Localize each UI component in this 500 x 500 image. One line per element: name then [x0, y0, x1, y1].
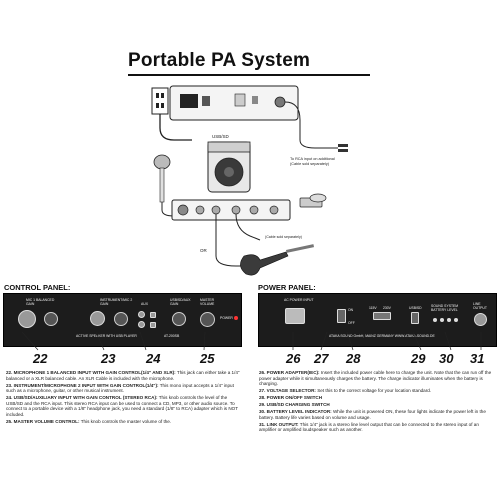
- cable-note: (Cable sold separately): [265, 235, 302, 239]
- desc-28: 28. POWER ON/OFF SWITCH: [259, 395, 323, 401]
- power-adapter-label: AC POWER INPUT: [284, 298, 314, 302]
- desc-27: 27. VOLTAGE SELECTOR: Set this to the co…: [259, 388, 432, 394]
- rca-note-2: (Cable sold separately): [290, 162, 330, 166]
- guitar-icon: [240, 244, 315, 276]
- rear-panel: [169, 85, 299, 121]
- line-output-label: LINE OUTPUT: [473, 302, 487, 310]
- callout-26: 26: [286, 351, 301, 366]
- power-callout-lines: [292, 331, 482, 351]
- battery-led-2: [440, 318, 444, 322]
- iec-power-socket[interactable]: [285, 308, 305, 324]
- wall-outlet-icon: [151, 87, 169, 115]
- mic1-xlr-jack[interactable]: [18, 310, 36, 328]
- control-descriptions: 22. MICROPHONE 1 BALANCED INPUT WITH GAI…: [6, 370, 242, 426]
- battery-led-3: [447, 318, 451, 322]
- desc-24: 24. USB/SD/AUXILIARY INPUT WITH GAIN CON…: [6, 395, 238, 417]
- mic1-label: MIC 1 BALANCED GAIN: [26, 298, 55, 306]
- control-panel-model: AT-200SB: [164, 334, 180, 338]
- instrument-cable: [215, 214, 256, 267]
- callout-29: 29: [411, 351, 426, 366]
- control-panel-bottom-text: ACTIVE SPEAKER WITH USB PLAYER: [76, 334, 137, 338]
- connection-diagram: To RCA input on additional (Cable sold s…: [151, 85, 348, 276]
- usb-sd-label: USB/SD: [212, 134, 230, 139]
- desc-23: 23. INSTRUMENT/MICROPHONE 2 INPUT WITH G…: [6, 382, 234, 394]
- instrument-gain-knob[interactable]: [114, 312, 128, 326]
- desc-30: 30. BATTERY LEVEL INDICATOR: While the u…: [259, 409, 486, 420]
- callout-22: 22: [33, 351, 48, 366]
- usb-sd-charge-label: USB/SD: [409, 306, 422, 310]
- rca-cable: [284, 101, 338, 149]
- power-panel: AC POWER INPUT ON OFF 115V 230V USB/SD S…: [258, 293, 497, 347]
- line-output-jack[interactable]: [474, 313, 487, 326]
- voltage-230-label: 230V: [383, 306, 391, 310]
- callout-30: 30: [439, 351, 454, 366]
- battery-led-4: [454, 318, 458, 322]
- sd-slot[interactable]: [150, 322, 156, 328]
- desc-26: 26. POWER ADAPTER(IEC): Insert the inclu…: [259, 370, 492, 387]
- aux-rca-left[interactable]: [138, 311, 145, 318]
- desc-22: 22. MICROPHONE 1 BALANCED INPUT WITH GAI…: [6, 370, 240, 381]
- power-on-off-switch[interactable]: [337, 309, 346, 323]
- power-panel-bottom-text: ATAKA SOUND GmbH, MAINZ GERMANY WWW.ATAK…: [329, 334, 435, 338]
- power-led: [234, 316, 238, 320]
- callout-24: 24: [146, 351, 161, 366]
- callout-23: 23: [101, 351, 116, 366]
- power-descriptions: 26. POWER ADAPTER(IEC): Insert the inclu…: [259, 370, 495, 434]
- desc-25: 25. MASTER VOLUME CONTROL: This knob con…: [6, 418, 172, 424]
- desc-31: 31. LINK OUTPUT: This 1/4" jack is a ste…: [259, 421, 479, 433]
- page-title: Portable PA System: [128, 50, 311, 71]
- instrument-label: INSTRUMENT/MIC 2 GAIN: [100, 298, 133, 306]
- aux-rca-right[interactable]: [138, 321, 145, 328]
- control-panel-heading: CONTROL PANEL:: [4, 283, 71, 292]
- callout-27: 27: [314, 351, 329, 366]
- title-underline: [128, 74, 370, 76]
- callout-25: 25: [200, 351, 215, 366]
- master-volume-knob[interactable]: [200, 312, 215, 327]
- usb-port[interactable]: [150, 312, 156, 318]
- usb-sd-gain-knob[interactable]: [172, 312, 186, 326]
- usb-sd-aux-label: USB/SD/AUX GAIN: [170, 298, 191, 306]
- control-callout-lines: [21, 331, 206, 351]
- or-label: OR: [200, 248, 208, 253]
- off-label: OFF: [348, 321, 355, 325]
- battery-led-1: [433, 318, 437, 322]
- desc-29: 29. USB/SD CHARGING SWITCH: [259, 402, 330, 408]
- power-label: POWER: [220, 316, 233, 320]
- mp3-player-icon: [309, 193, 327, 203]
- power-cord: [159, 114, 192, 141]
- master-volume-label: MASTER VOLUME: [200, 298, 215, 306]
- mic1-gain-knob[interactable]: [44, 312, 58, 326]
- voltage-115-label: 115V: [369, 306, 377, 310]
- voltage-selector[interactable]: [373, 312, 391, 320]
- battery-level-label: SOUND SYSTEM BATTERY LEVEL: [431, 304, 459, 312]
- control-panel: MIC 1 BALANCED GAIN INSTRUMENT/MIC 2 GAI…: [3, 293, 242, 347]
- front-control-strip: [171, 199, 291, 221]
- aux-label: AUX: [141, 302, 148, 306]
- microphone-icon: [153, 154, 171, 203]
- callout-31: 31: [470, 351, 485, 366]
- instrument-jack[interactable]: [90, 311, 105, 326]
- on-label: ON: [348, 308, 354, 312]
- power-panel-heading: POWER PANEL:: [258, 283, 316, 292]
- callout-28: 28: [346, 351, 361, 366]
- usb-sd-charging-switch[interactable]: [411, 312, 419, 324]
- rca-note-1: To RCA input on additional: [290, 157, 335, 161]
